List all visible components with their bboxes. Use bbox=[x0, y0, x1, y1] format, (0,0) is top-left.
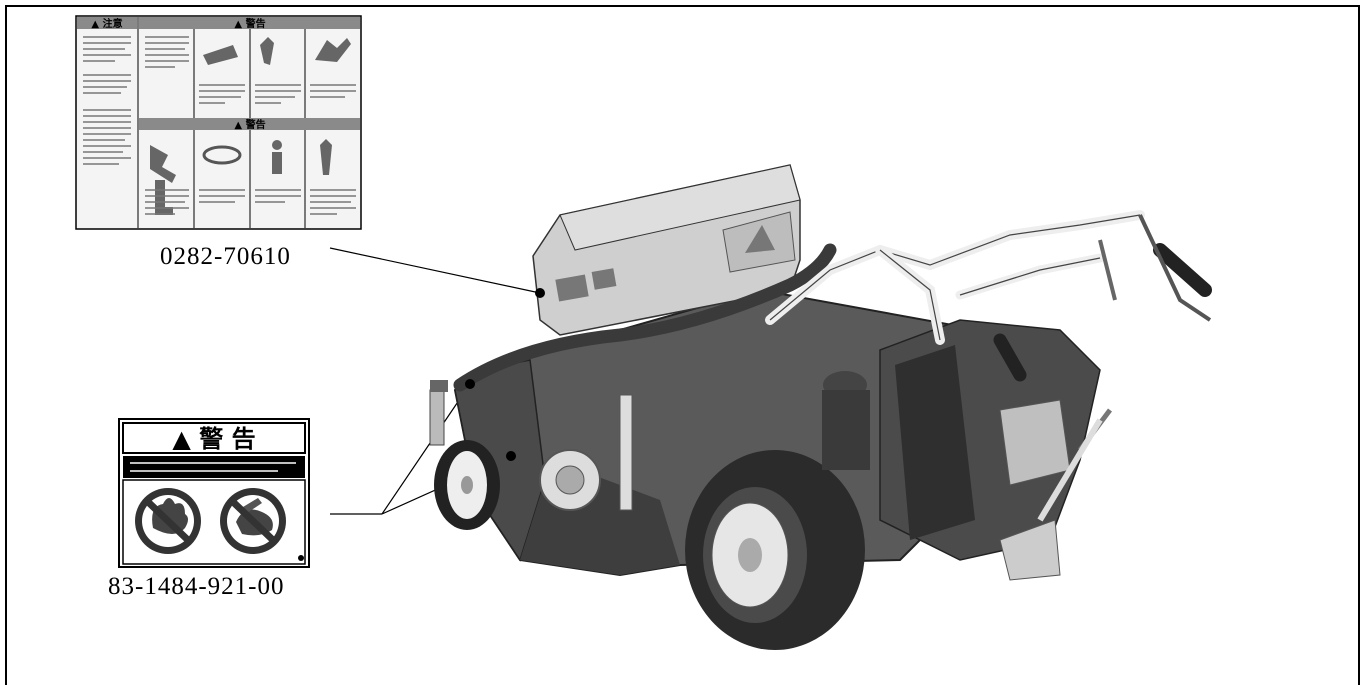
safety-decal-bottom: ▲ 警 告 bbox=[118, 418, 310, 568]
page-frame bbox=[5, 5, 1360, 685]
no-knife-hand-icon bbox=[220, 488, 286, 554]
warning-heading-2: ▲ 警告 bbox=[234, 118, 265, 131]
part-number-bottom: 83-1484-921-00 bbox=[108, 573, 285, 600]
part-number-top: 0282-70610 bbox=[160, 243, 291, 270]
warning-heading: ▲ 警告 bbox=[234, 17, 265, 30]
warning-heading-bottom: ▲ 警 告 bbox=[172, 425, 255, 453]
caution-heading: ▲ 注意 bbox=[91, 17, 122, 30]
no-hand-icon bbox=[135, 488, 201, 554]
safety-decal-top: ▲ 注意 ▲ 警告 ▲ 警告 bbox=[75, 15, 362, 230]
